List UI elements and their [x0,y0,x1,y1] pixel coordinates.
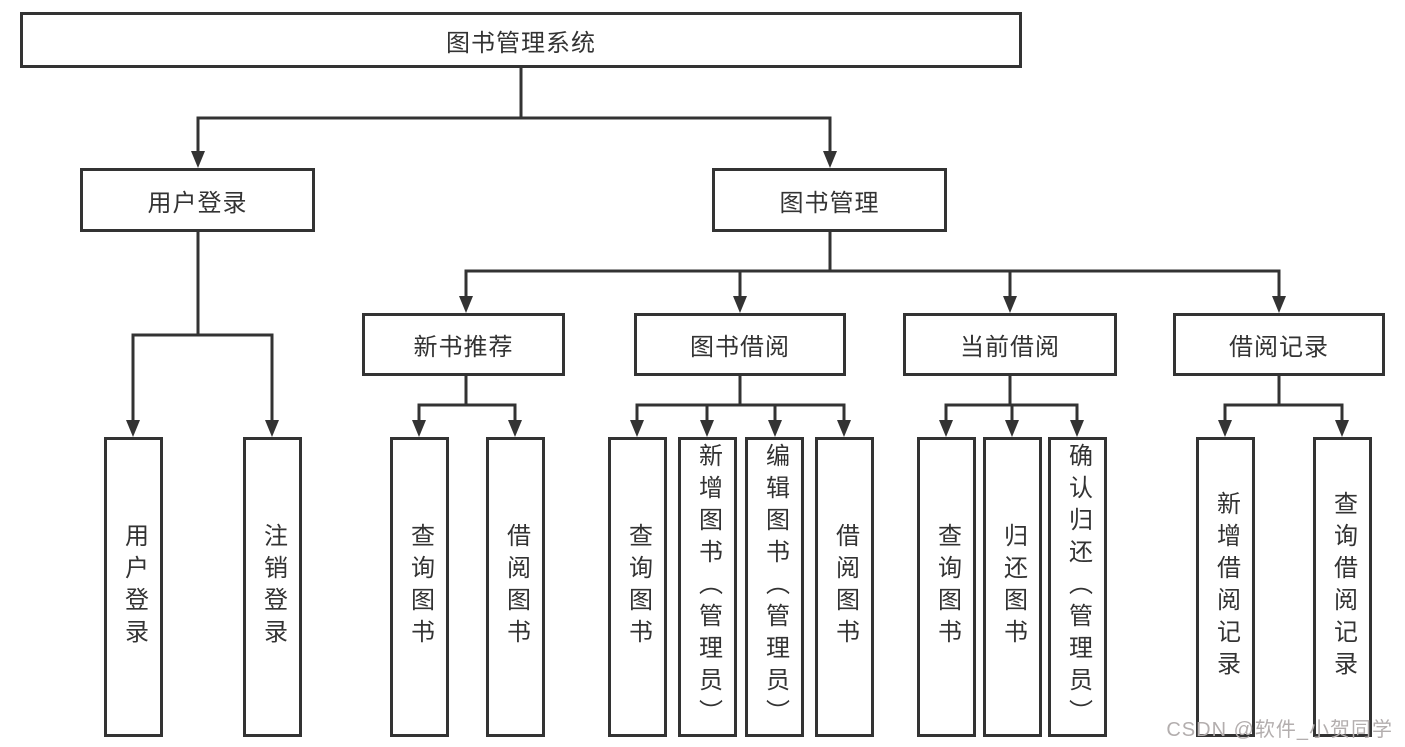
leaf-user-login: 用户登录 [104,437,163,737]
leaf-cb-query-books: 查询图书 [917,437,976,737]
node-root: 图书管理系统 [20,12,1022,68]
node-borrow-record: 借阅记录 [1173,313,1385,376]
node-new-book-recommend: 新书推荐 [362,313,565,376]
leaf-br-add-record: 新增借阅记录 [1196,437,1255,737]
leaf-nbr-borrow-books: 借阅图书 [486,437,545,737]
node-book-borrow: 图书借阅 [634,313,846,376]
leaf-logout: 注销登录 [243,437,302,737]
node-current-borrow: 当前借阅 [903,313,1117,376]
leaf-cb-confirm-return: 确认归还（管理员） [1048,437,1107,737]
leaf-bb-query-books: 查询图书 [608,437,667,737]
node-user-login: 用户登录 [80,168,315,232]
leaf-bb-add-books: 新增图书（管理员） [678,437,737,737]
node-book-management: 图书管理 [712,168,947,232]
leaf-bb-borrow-books: 借阅图书 [815,437,874,737]
leaf-br-query-record: 查询借阅记录 [1313,437,1372,737]
leaf-nbr-query-books: 查询图书 [390,437,449,737]
leaf-bb-edit-books: 编辑图书（管理员） [745,437,804,737]
leaf-cb-return-books: 归还图书 [983,437,1042,737]
